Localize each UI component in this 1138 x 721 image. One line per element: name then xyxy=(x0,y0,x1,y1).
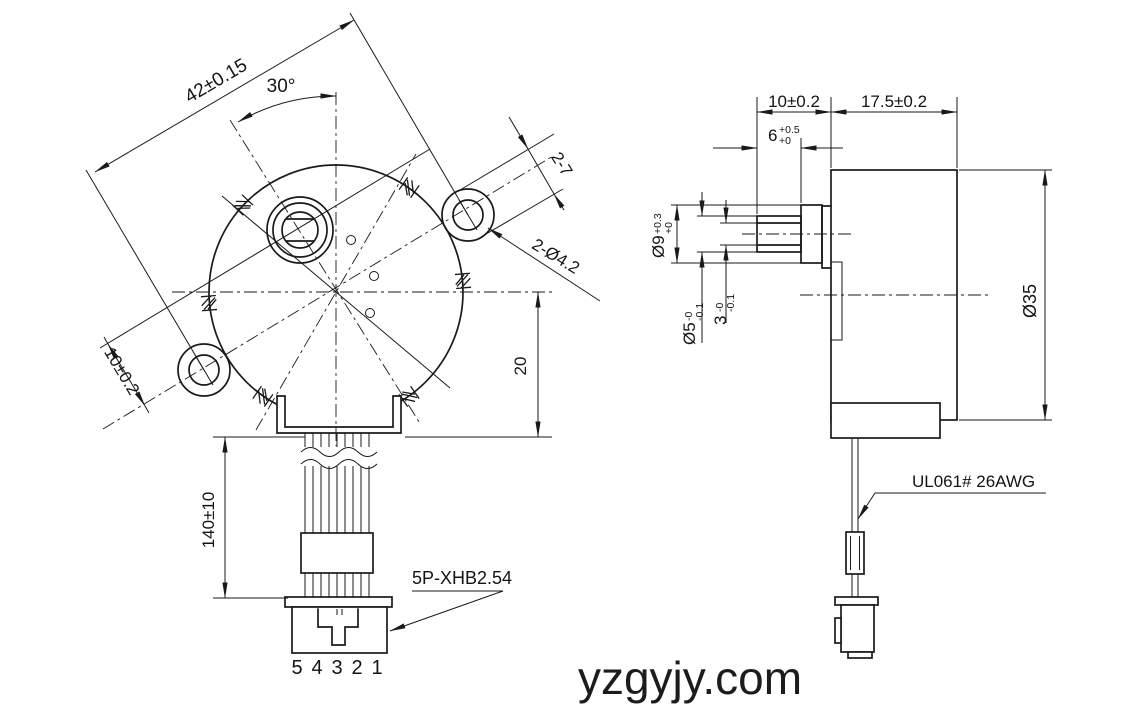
leader-wire-arrow xyxy=(857,492,876,520)
dim-arc-30deg xyxy=(237,93,337,123)
dim-line-10 xyxy=(107,343,146,407)
ext-line-42-lower xyxy=(85,169,205,371)
side-view-outline xyxy=(756,169,958,659)
label-shaft-dia: Ø5 -0 -0.1 xyxy=(680,303,706,345)
shaft-flat-lines xyxy=(285,218,315,242)
shaft-boss xyxy=(266,196,334,264)
side-sleeve xyxy=(845,531,865,575)
pin-4: 4 xyxy=(311,657,322,679)
diagonal-line xyxy=(221,195,451,389)
shaft-axis-parallel-line xyxy=(99,148,431,349)
dim-arrow-27-b xyxy=(553,193,565,211)
shaft-flat-base: 3 xyxy=(711,316,730,325)
ext-lines-ear-width xyxy=(454,133,564,238)
shaft-length-base: 6 xyxy=(768,126,777,145)
shaft-flat-tol-lower: -0.1 xyxy=(725,294,737,312)
side-view-centerlines xyxy=(742,233,992,296)
boss-dia-base: Ø9 xyxy=(649,235,668,258)
shaft-flat-tol-upper: -0 xyxy=(714,303,726,312)
pin-1: 1 xyxy=(371,657,382,679)
shaft-length-tol-lower: +0 xyxy=(779,135,791,147)
ext-lines-boss-dia xyxy=(671,204,801,264)
boss-dia-tol-upper: +0.3 xyxy=(652,213,664,234)
side-wires xyxy=(851,438,859,597)
ext-lines-body-dia xyxy=(959,169,1052,421)
ext-lines-top xyxy=(756,97,958,214)
label-lead-length: 140±10 xyxy=(199,492,218,549)
label-shaft-flat: 3 -0 -0.1 xyxy=(711,294,737,325)
side-view-dimensions xyxy=(671,97,1052,520)
label-body-depth: 17.5±0.2 xyxy=(861,92,927,111)
label-mount-holes: 2-Ø4.2 xyxy=(529,235,583,278)
pilot-holes xyxy=(346,235,379,318)
pin-numbers: 5 4 3 2 1 xyxy=(291,657,382,679)
pin-3: 3 xyxy=(331,657,342,679)
side-connector xyxy=(834,596,879,659)
dim-line-42 xyxy=(94,19,355,173)
side-terminal-housing xyxy=(830,402,941,439)
label-boss-dia: Ø9 +0.3 +0 xyxy=(649,213,675,258)
dim-overshoot-10 xyxy=(103,336,150,414)
ext-lines-140 xyxy=(213,436,305,599)
front-view-body-outline xyxy=(177,164,495,654)
cable-sleeve xyxy=(300,532,374,574)
front-view-centerlines xyxy=(102,92,554,446)
side-inner-step xyxy=(831,261,843,341)
dim-arrow-27-a xyxy=(508,116,529,150)
label-angle-30: 30° xyxy=(267,76,296,97)
centerline-60deg xyxy=(255,153,417,431)
centerline-ear-axis xyxy=(102,155,554,430)
label-front-total: 10±0.2 xyxy=(768,92,820,111)
ext-line-42-upper xyxy=(349,12,469,216)
shaft-length-tol-upper: +0.5 xyxy=(779,124,800,136)
label-axis-offset: 10±0.2 xyxy=(100,344,143,398)
t-slot xyxy=(317,608,359,646)
break-wave-top xyxy=(300,447,378,457)
label-shaft-length: 6 +0.5 +0 xyxy=(768,124,800,147)
dim-line-27 xyxy=(527,148,555,195)
label-wire-spec: UL061# 26AWG xyxy=(912,472,1035,491)
terminal-housing xyxy=(276,395,402,434)
shaft-dia-tol-upper: -0 xyxy=(683,312,695,321)
label-body-dia: Ø35 xyxy=(1020,284,1040,318)
label-ear-width: 2-7 xyxy=(547,149,576,180)
label-connector-type: 5P-XHB2.54 xyxy=(412,568,512,588)
side-shaft-flats xyxy=(756,222,802,246)
pin-2: 2 xyxy=(351,657,362,679)
front-view-construction-lines xyxy=(99,148,478,389)
label-mount-distance: 42±0.15 xyxy=(181,55,251,108)
boss-dia-tol-lower: +0 xyxy=(663,222,675,234)
ribbon-cable xyxy=(300,433,378,597)
leader-mount-holes xyxy=(487,227,601,302)
break-wave-bottom xyxy=(300,459,378,469)
mounting-ear-lower xyxy=(177,343,231,397)
label-wire-exit-20: 20 xyxy=(511,357,530,376)
xh-connector-front xyxy=(284,596,393,654)
shaft-dia-base: Ø5 xyxy=(680,322,699,345)
leader-connector-arrow xyxy=(389,590,504,632)
pin-5: 5 xyxy=(291,657,302,679)
watermark-text: yzgyjy.com xyxy=(578,652,802,704)
svg-text:Ø35: Ø35 xyxy=(1020,284,1040,318)
front-view-dimensions xyxy=(85,12,601,632)
mounting-ear-upper xyxy=(441,188,495,242)
side-flange-plate xyxy=(821,205,832,269)
shaft-dia-tol-lower: -0.1 xyxy=(694,303,706,321)
